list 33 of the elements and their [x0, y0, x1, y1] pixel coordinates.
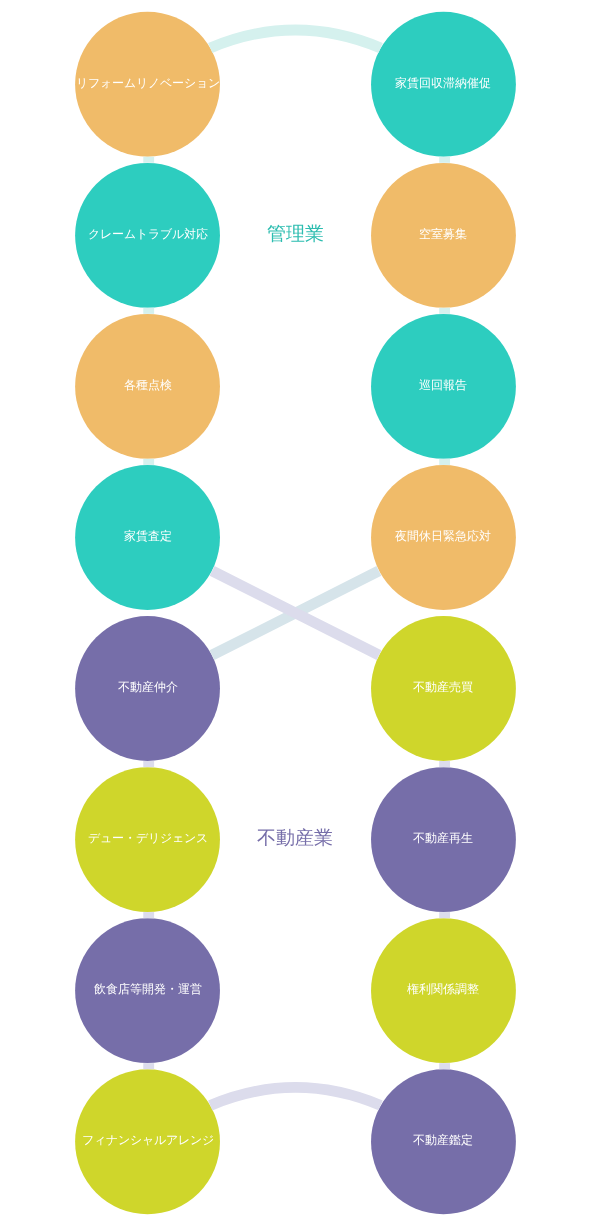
node-circle: 夜間休日緊急応対: [371, 465, 516, 610]
connector: [143, 307, 155, 314]
connector: [143, 1063, 155, 1070]
connector: [208, 1082, 383, 1111]
connector: [439, 912, 451, 919]
node-circle: 不動産仲介: [75, 616, 220, 761]
label: 不動産業: [257, 827, 334, 849]
node-circle: 各種点検: [75, 313, 220, 459]
node-circle: 巡回報告: [371, 313, 516, 459]
connector: [143, 912, 155, 919]
node-circle: 家賃査定: [75, 465, 220, 610]
connector: [143, 761, 155, 768]
node-circle: 不動産売買: [371, 616, 516, 761]
connector: [143, 156, 155, 163]
label: 管理業: [267, 223, 324, 245]
connector: [208, 24, 383, 54]
node-circle: 不動産再生: [371, 767, 516, 913]
node-circle: 不動産鑑定: [371, 1069, 516, 1215]
node-circle: リフォームリノベーション: [75, 11, 220, 157]
connector: [439, 307, 451, 314]
node-circle: 飲食店等開発・運営: [75, 918, 220, 1064]
node-circle: 空室募集: [371, 162, 516, 308]
connector: [439, 1063, 451, 1070]
node-circle: 権利関係調整: [371, 918, 516, 1064]
node-circle: デュー・デリジェンス: [75, 767, 220, 913]
connector: [439, 761, 451, 768]
connector: [209, 566, 382, 661]
connector: [143, 458, 155, 465]
connector: [439, 458, 451, 465]
node-circle: クレームトラブル対応: [75, 162, 220, 308]
node-circle: フィナンシャルアレンジ: [75, 1069, 220, 1215]
node-circle: 家賃回収滞納催促: [371, 11, 516, 157]
connector: [439, 156, 451, 163]
